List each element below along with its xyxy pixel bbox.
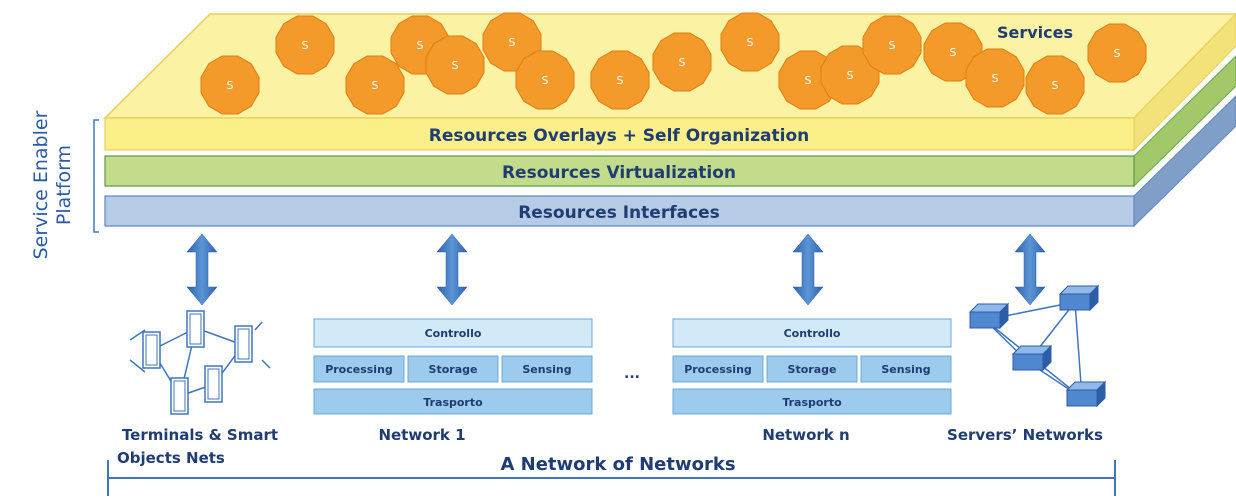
service-coins: S S S S S S S S S S S S S S S S S — [200, 12, 1147, 115]
processing-label: Processing — [325, 363, 393, 376]
processing-box: Processing — [313, 355, 405, 383]
controllo-box: Controllo — [672, 318, 952, 348]
connection-arrows — [186, 233, 1046, 306]
service-coin-label: S — [992, 72, 999, 85]
service-coin-label: S — [847, 69, 854, 82]
double-arrow-icon — [1014, 233, 1046, 306]
service-coin: S — [720, 12, 780, 72]
networkn-label: Network n — [762, 426, 849, 444]
trasporto-label: Trasporto — [423, 396, 483, 409]
terminal-device-3 — [234, 325, 253, 363]
controllo-label: Controllo — [784, 327, 841, 340]
service-enabler-platform-label: Service Enabler Platform — [8, 100, 98, 270]
sensing-label: Sensing — [881, 363, 930, 376]
double-arrow-icon — [792, 233, 824, 306]
terminal-device-4 — [204, 365, 223, 403]
double-arrow-icon — [186, 233, 218, 306]
footer-label: A Network of Networks — [500, 454, 735, 475]
service-coin-label: S — [227, 79, 234, 92]
service-coin: S — [652, 32, 712, 92]
service-coin: S — [515, 50, 575, 110]
service-coin-label: S — [417, 39, 424, 52]
service-coin-label: S — [950, 46, 957, 59]
server-icon — [968, 302, 1010, 330]
service-coin-label: S — [452, 59, 459, 72]
service-coin-label: S — [1114, 47, 1121, 60]
service-coin-label: S — [679, 56, 686, 69]
interfaces-label: Resources Interfaces — [518, 203, 720, 223]
service-coin: S — [862, 15, 922, 75]
platform-bracket — [93, 119, 99, 233]
virtualization-label: Resources Virtualization — [502, 163, 736, 183]
service-coin: S — [923, 22, 983, 82]
service-coin: S — [1087, 23, 1147, 83]
service-coin-label: S — [889, 39, 896, 52]
terminal-device-5 — [170, 377, 189, 415]
interfaces-layer: Resources Interfaces — [104, 95, 1236, 228]
trasporto-box: Trasporto — [313, 388, 593, 415]
storage-box: Storage — [407, 355, 499, 383]
servers-network-graphic — [968, 284, 1107, 408]
terminals-label-line2: Objects Nets — [117, 449, 225, 467]
controllo-label: Controllo — [425, 327, 482, 340]
network1-label: Network 1 — [378, 426, 465, 444]
controllo-box: Controllo — [313, 318, 593, 348]
service-coin-label: S — [372, 79, 379, 92]
sensing-box: Sensing — [860, 355, 952, 383]
service-coin-label: S — [747, 36, 754, 49]
server-icon — [1011, 344, 1053, 372]
terminals-label-line1: Terminals & Smart — [122, 426, 278, 444]
terminal-device-2 — [186, 310, 205, 348]
service-coin: S — [965, 48, 1025, 108]
service-coin-label: S — [542, 74, 549, 87]
storage-label: Storage — [429, 363, 478, 376]
terminal-device-1 — [142, 331, 161, 369]
service-coin: S — [275, 15, 335, 75]
processing-label: Processing — [684, 363, 752, 376]
processing-box: Processing — [672, 355, 764, 383]
service-coin: S — [425, 35, 485, 95]
service-coin-label: S — [1052, 79, 1059, 92]
server-icon — [1058, 284, 1100, 312]
service-coin: S — [345, 55, 405, 115]
side-label-line1: Service Enabler — [30, 110, 52, 260]
storage-box: Storage — [766, 355, 858, 383]
virtualization-layer: Resources Virtualization — [104, 55, 1236, 188]
network-of-networks-bracket — [107, 460, 1116, 496]
terminals-network-graphic — [129, 310, 271, 415]
service-coin-label: S — [302, 39, 309, 52]
sensing-box: Sensing — [501, 355, 593, 383]
ellipsis-label: ... — [624, 366, 640, 382]
service-coin-label: S — [509, 36, 516, 49]
service-coin-label: S — [805, 74, 812, 87]
services-label: Services — [997, 23, 1073, 42]
trasporto-label: Trasporto — [782, 396, 842, 409]
servers-label: Servers’ Networks — [947, 426, 1103, 444]
trasporto-box: Trasporto — [672, 388, 952, 415]
service-coin-label: S — [617, 74, 624, 87]
overlays-label: Resources Overlays + Self Organization — [429, 126, 809, 146]
server-icon — [1065, 380, 1107, 408]
service-coin: S — [1025, 55, 1085, 115]
service-coin: S — [590, 50, 650, 110]
side-label-line2: Platform — [53, 144, 75, 226]
double-arrow-icon — [436, 233, 468, 306]
storage-label: Storage — [788, 363, 837, 376]
sensing-label: Sensing — [522, 363, 571, 376]
service-coin: S — [200, 55, 260, 115]
